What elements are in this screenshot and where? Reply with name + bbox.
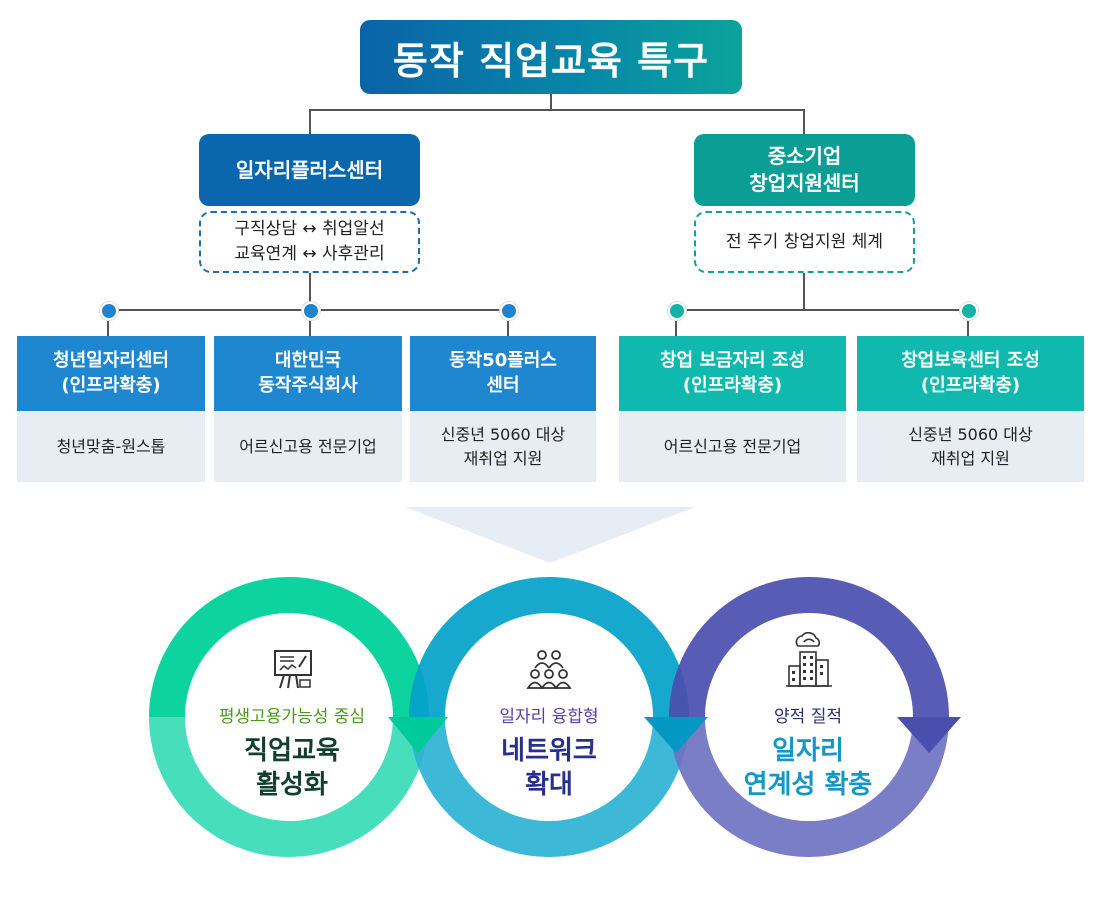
- node-dot: [500, 302, 518, 320]
- card-subtitle: (인프라확충): [61, 374, 161, 396]
- card-title: 청년일자리센터: [53, 350, 169, 372]
- connector-line: [675, 310, 677, 336]
- card-dongjak-corp: 대한민국 동작주식회사 어르신고용 전문기업: [214, 336, 402, 482]
- card-incubation-center: 창업보육센터 조성 (인프라확충) 신중년 5060 대상 재취업 지원: [857, 336, 1084, 482]
- connector-line: [107, 310, 109, 336]
- branch-description-box: 전 주기 창업지원 체계: [694, 211, 915, 273]
- cycle-subtitle: 일자리 융합형: [499, 707, 599, 727]
- card-title: 창업 보금자리 조성: [659, 350, 805, 372]
- card-text: 청년맞춤-원스톱: [56, 436, 166, 456]
- card-text: 재취업 지원: [463, 448, 543, 468]
- connector-line: [309, 109, 805, 111]
- node-dot: [302, 302, 320, 320]
- connector-line: [803, 109, 805, 135]
- cycle-title: 일자리: [772, 736, 844, 766]
- connector-line: [309, 109, 311, 135]
- cycle-rings: [149, 577, 961, 857]
- card-title: 창업보육센터 조성: [901, 350, 1040, 372]
- presentation-board-icon: [274, 650, 312, 689]
- people-group-icon: [526, 650, 572, 689]
- node-dot: [100, 302, 118, 320]
- node-dot: [960, 302, 978, 320]
- branch-title-line: 중소기업: [767, 144, 842, 168]
- cycle-title: 직업교육: [244, 736, 340, 766]
- branch-startup-center: 중소기업 창업지원센터: [694, 134, 915, 206]
- card-subtitle: 센터: [486, 374, 520, 396]
- connector-line: [550, 94, 552, 110]
- card-title: 대한민국: [274, 350, 342, 372]
- cycle-label-education: 평생고용가능성 중심 직업교육 활성화: [172, 702, 412, 803]
- cycle-subtitle: 평생고용가능성 중심: [218, 707, 366, 727]
- cycle-title: 네트워크: [501, 736, 597, 766]
- connector-line: [803, 273, 805, 309]
- card-startup-nest: 창업 보금자리 조성 (인프라확충) 어르신고용 전문기업: [619, 336, 846, 482]
- cycle-label-network: 일자리 융합형 네트워크 확대: [429, 702, 669, 803]
- description-line: 교육연계 ↔ 사후관리: [234, 244, 385, 264]
- connector-line: [676, 309, 968, 311]
- ring-arrowhead: [644, 717, 708, 753]
- cycle-subtitle: 양적 질적: [774, 707, 842, 727]
- card-subtitle: (인프라확충): [682, 374, 783, 396]
- card-text: 어르신고용 전문기업: [239, 436, 377, 456]
- cycle-title: 확대: [525, 769, 573, 800]
- ring-arrowhead: [388, 717, 448, 753]
- description-line: 전 주기 창업지원 체계: [726, 231, 883, 252]
- smart-building-icon: [786, 632, 832, 687]
- card-text: 어르신고용 전문기업: [663, 436, 802, 456]
- description-line: 구직상담 ↔ 취업알선: [234, 219, 385, 240]
- card-subtitle: 동작주식회사: [258, 374, 358, 396]
- card-text: 신중년 5060 대상: [908, 424, 1033, 444]
- cycle-title: 활성화: [256, 769, 328, 800]
- card-text: 신중년 5060 대상: [440, 424, 566, 444]
- connector-line: [309, 273, 311, 309]
- down-arrow-icon: [405, 507, 695, 563]
- branch-description-box: 구직상담 ↔ 취업알선 교육연계 ↔ 사후관리: [199, 211, 420, 273]
- card-50plus-center: 동작50플러스 센터 신중년 5060 대상 재취업 지원: [410, 336, 596, 482]
- card-youth-job-center: 청년일자리센터 (인프라확충) 청년맞춤-원스톱: [17, 336, 205, 482]
- card-subtitle: (인프라확충): [920, 374, 1021, 396]
- cycle-title: 연계성 확충: [743, 769, 873, 800]
- card-text: 재취업 지원: [931, 448, 1010, 468]
- ring-arrowhead: [897, 717, 961, 753]
- connector-line: [967, 310, 969, 336]
- connector-line: [507, 310, 509, 336]
- branch-title-line: 창업지원센터: [749, 171, 860, 195]
- connector-line: [309, 310, 311, 336]
- branch-job-plus-center: 일자리플러스센터: [199, 134, 420, 206]
- node-dot: [668, 302, 686, 320]
- cycle-label-linkage: 양적 질적 일자리 연계성 확충: [688, 702, 928, 803]
- diagram-title: 동작 직업교육 특구: [360, 20, 742, 94]
- card-title: 동작50플러스: [449, 350, 557, 372]
- branch-title: 일자리플러스센터: [235, 157, 384, 182]
